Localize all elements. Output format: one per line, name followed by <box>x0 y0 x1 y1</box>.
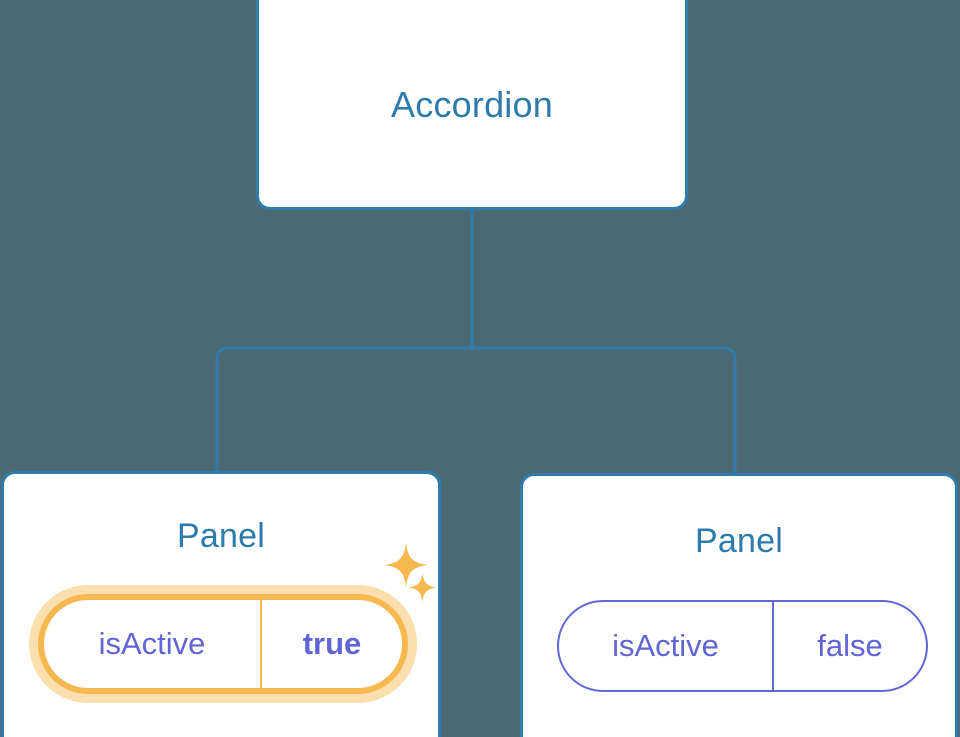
prop-value-label: false <box>772 602 926 690</box>
edge-bus-to-left-panel <box>215 346 472 472</box>
node-card-panel-inactive[interactable]: Panel isActive false <box>520 473 958 737</box>
node-title-panel-active: Panel <box>177 517 265 555</box>
node-title-accordion: Accordion <box>391 84 553 125</box>
prop-value-label: true <box>260 600 402 688</box>
prop-pill-is-active-true[interactable]: isActive true <box>38 594 408 694</box>
node-card-accordion[interactable]: Accordion <box>256 0 688 210</box>
node-title-panel-inactive: Panel <box>695 522 783 560</box>
node-card-panel-active[interactable]: Panel isActive true <box>1 471 441 737</box>
prop-key-label: isActive <box>98 626 206 661</box>
prop-pill-wrapper-inactive: isActive false <box>557 600 928 692</box>
prop-pill-is-active-false[interactable]: isActive false <box>557 600 928 692</box>
prop-key-label: isActive <box>612 628 719 663</box>
prop-pill-wrapper-active: isActive true <box>38 594 408 694</box>
edge-bus-to-right-panel <box>472 346 737 474</box>
